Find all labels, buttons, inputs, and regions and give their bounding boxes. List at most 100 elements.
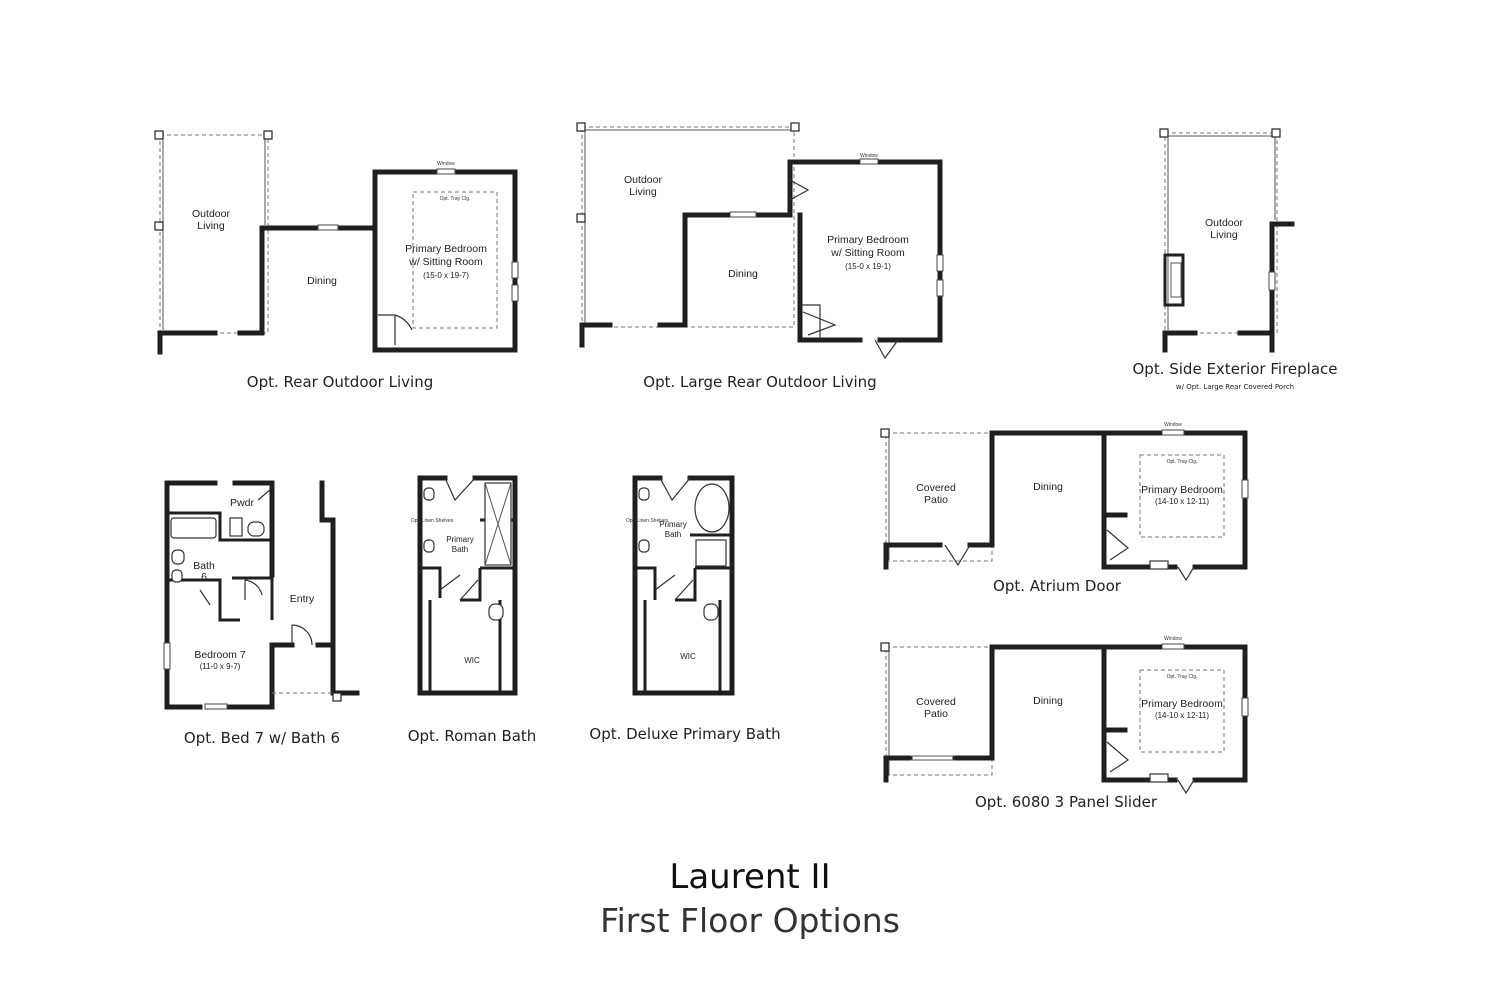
sink bbox=[423, 539, 435, 553]
plan-side-exterior-fireplace: Outdoor Living Opt. Side Exterior Firepl… bbox=[1133, 128, 1338, 391]
sheet-title: Laurent II bbox=[669, 857, 830, 897]
window-label: Window bbox=[860, 153, 878, 159]
column-post bbox=[576, 122, 586, 132]
plan-rear-outdoor-living: Outdoor Living Dining Primary Bedroom w/… bbox=[154, 130, 519, 391]
sheet-subtitle: First Floor Options bbox=[600, 901, 900, 940]
window bbox=[163, 642, 171, 670]
caption-deluxe-bath: Opt. Deluxe Primary Bath bbox=[589, 725, 780, 743]
bath6-label: Bath bbox=[193, 560, 215, 572]
window bbox=[1241, 697, 1249, 717]
toilet bbox=[488, 603, 504, 621]
toilet bbox=[703, 603, 719, 621]
column-post bbox=[790, 122, 800, 132]
outdoor-living-label: Living bbox=[197, 220, 225, 232]
bedroom-label: Primary Bedroom bbox=[827, 234, 909, 246]
linen-shelves-label: Opt. Linen Shelves bbox=[626, 518, 669, 524]
door bbox=[654, 574, 694, 601]
closet-door bbox=[378, 314, 413, 345]
bedroom7-dimensions: (11-0 x 9-7) bbox=[200, 662, 241, 671]
dining-label: Dining bbox=[728, 268, 758, 280]
plan-large-rear-outdoor-living: Outdoor Living Dining Primary Bedroom w/… bbox=[576, 122, 944, 391]
sink bbox=[423, 487, 435, 501]
tray-ceiling bbox=[1139, 454, 1225, 538]
bedroom-dimensions: (15-0 x 19-7) bbox=[423, 271, 469, 280]
plan-deluxe-primary-bath: Primary Bath Opt. Linen Shelves WIC Opt.… bbox=[589, 475, 781, 743]
sink bbox=[638, 539, 650, 553]
outdoor-living-label: Living bbox=[1210, 229, 1238, 241]
outdoor-living-area bbox=[581, 126, 795, 328]
door bbox=[659, 477, 691, 502]
window bbox=[511, 261, 519, 279]
column-post bbox=[263, 130, 273, 140]
tray-ceiling bbox=[412, 191, 498, 329]
bedroom-label: Primary Bedroom bbox=[1141, 698, 1223, 710]
toilet bbox=[171, 569, 183, 583]
outdoor-living-area bbox=[1164, 132, 1278, 334]
bedroom-dimensions: (15-0 x 19-1) bbox=[845, 262, 891, 271]
window bbox=[317, 224, 339, 231]
bath6-label: 6 bbox=[201, 571, 207, 583]
column-post bbox=[154, 221, 164, 231]
closet-door bbox=[1106, 741, 1129, 773]
fireplace-hearth bbox=[1170, 262, 1182, 298]
atrium-door bbox=[944, 544, 971, 567]
window-label: Window bbox=[1164, 422, 1182, 428]
covered-patio-label: Covered bbox=[916, 696, 956, 708]
caption-atrium: Opt. Atrium Door bbox=[993, 577, 1122, 595]
bedroom-dimensions: (14-10 x 12-11) bbox=[1155, 497, 1209, 506]
primary-bath-label: Primary bbox=[446, 535, 474, 544]
door bbox=[199, 589, 211, 606]
column-post bbox=[1159, 128, 1169, 138]
door bbox=[1177, 566, 1195, 582]
outdoor-living-area bbox=[159, 134, 269, 334]
covered-patio-label: Covered bbox=[916, 482, 956, 494]
sink bbox=[638, 487, 650, 501]
linen-shelves-label: Opt. Linen Shelves bbox=[411, 518, 454, 524]
outdoor-living-label: Outdoor bbox=[1205, 217, 1243, 229]
closet-door bbox=[800, 304, 837, 340]
toilet bbox=[247, 521, 265, 537]
plan-3-panel-slider: Covered Patio Dining Primary Bedroom (14… bbox=[880, 636, 1249, 811]
column-post bbox=[880, 642, 890, 652]
step bbox=[1149, 560, 1169, 570]
door bbox=[874, 339, 899, 360]
outdoor-living-label: Outdoor bbox=[624, 174, 662, 186]
plan-bed7-bath6: Pwdr Bath 6 Entry Bedroom 7 (11-0 x 9-7)… bbox=[163, 480, 360, 747]
door bbox=[444, 477, 476, 502]
wic-label: WIC bbox=[464, 656, 480, 665]
window bbox=[859, 158, 879, 165]
caption-slider: Opt. 6080 3 Panel Slider bbox=[975, 793, 1158, 811]
tray-ceiling bbox=[1139, 669, 1225, 753]
door bbox=[244, 579, 263, 600]
bedroom7-label: Bedroom 7 bbox=[194, 649, 246, 661]
window bbox=[936, 279, 944, 297]
tray-ceiling-label: Opt. Tray Clg. bbox=[1167, 674, 1198, 680]
column-post bbox=[1271, 128, 1281, 138]
caption-large-rear-outdoor: Opt. Large Rear Outdoor Living bbox=[643, 373, 876, 391]
window bbox=[1161, 429, 1185, 436]
door bbox=[789, 179, 810, 201]
fireplace bbox=[1163, 253, 1185, 307]
outdoor-living-label: Living bbox=[629, 186, 657, 198]
door bbox=[257, 489, 271, 501]
entry-label: Entry bbox=[290, 593, 315, 605]
bedroom-label: Primary Bedroom bbox=[1141, 484, 1223, 496]
window bbox=[936, 254, 944, 272]
dining-label: Dining bbox=[1033, 695, 1063, 707]
window bbox=[1161, 643, 1185, 650]
sink bbox=[229, 517, 243, 537]
outdoor-living-label: Outdoor bbox=[192, 208, 230, 220]
window-label: Window bbox=[1164, 636, 1182, 642]
dining-label: Dining bbox=[1033, 481, 1063, 493]
primary-bath-label: Primary bbox=[659, 520, 687, 529]
bathtub bbox=[170, 517, 217, 539]
plan-atrium-door: Covered Patio Dining Primary Bedroom (14… bbox=[880, 422, 1249, 595]
dining-label: Dining bbox=[307, 275, 337, 287]
closet-door bbox=[1106, 529, 1129, 561]
door bbox=[291, 624, 313, 646]
step bbox=[1149, 773, 1169, 783]
window bbox=[1241, 479, 1249, 499]
bedroom-label: Primary Bedroom bbox=[405, 243, 487, 255]
door bbox=[1177, 779, 1195, 795]
